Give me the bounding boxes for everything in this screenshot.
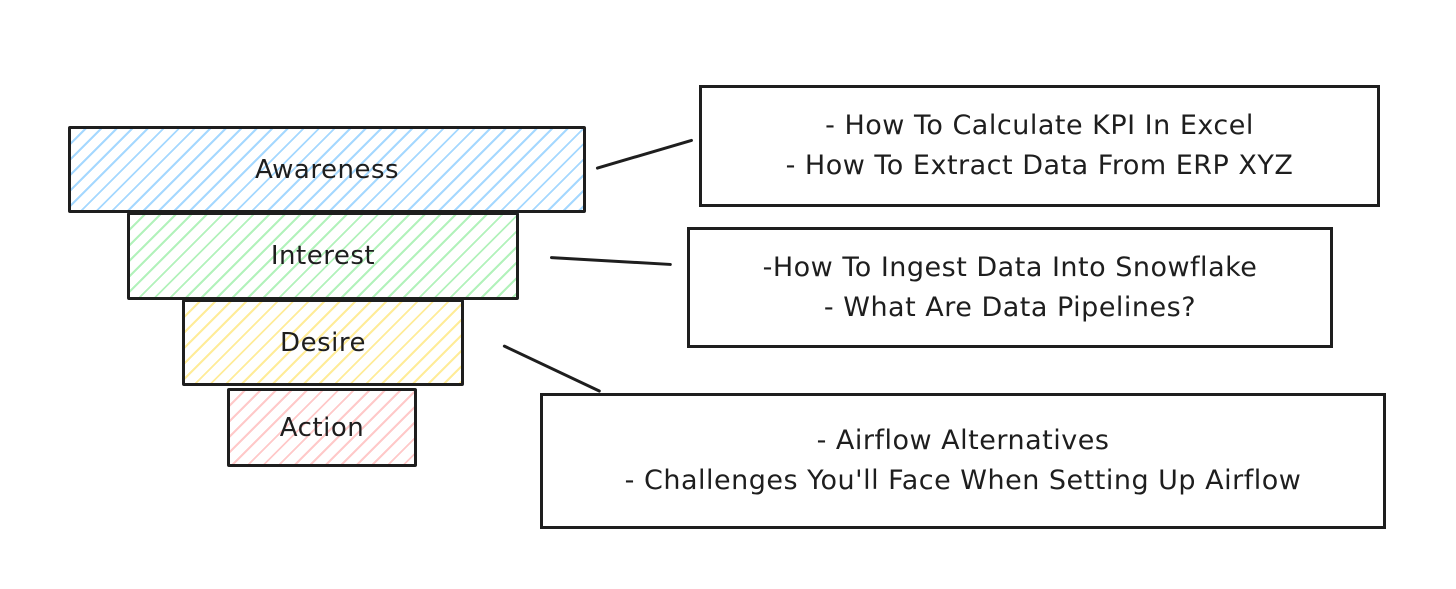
connector-line-desire xyxy=(502,344,602,394)
tier-label-interest: Interest xyxy=(270,241,376,271)
note-line: -How To Ingest Data Into Snowflake xyxy=(762,251,1258,283)
note-line: - What Are Data Pipelines? xyxy=(823,291,1197,323)
funnel-tier-action: Action xyxy=(227,388,417,467)
funnel-tier-awareness: Awareness xyxy=(68,126,586,213)
note-line: - How To Extract Data From ERP XYZ xyxy=(785,150,1294,181)
funnel-tier-interest: Interest xyxy=(127,212,519,300)
connector-line-awareness xyxy=(595,138,694,170)
note-box-awareness: - How To Calculate KPI In Excel - How To… xyxy=(699,85,1380,207)
note-line: - Challenges You'll Face When Setting Up… xyxy=(624,465,1302,496)
tier-label-action: Action xyxy=(279,412,365,443)
note-line: - Airflow Alternatives xyxy=(816,425,1110,456)
connector-line-interest xyxy=(549,256,672,267)
note-box-interest: -How To Ingest Data Into Snowflake - Wha… xyxy=(687,227,1333,348)
funnel-tier-desire: Desire xyxy=(182,299,464,386)
note-box-desire: - Airflow Alternatives - Challenges You'… xyxy=(540,393,1386,529)
tier-label-desire: Desire xyxy=(280,327,366,358)
note-line: - How To Calculate KPI In Excel xyxy=(825,110,1254,141)
tier-label-awareness: Awareness xyxy=(254,154,400,185)
